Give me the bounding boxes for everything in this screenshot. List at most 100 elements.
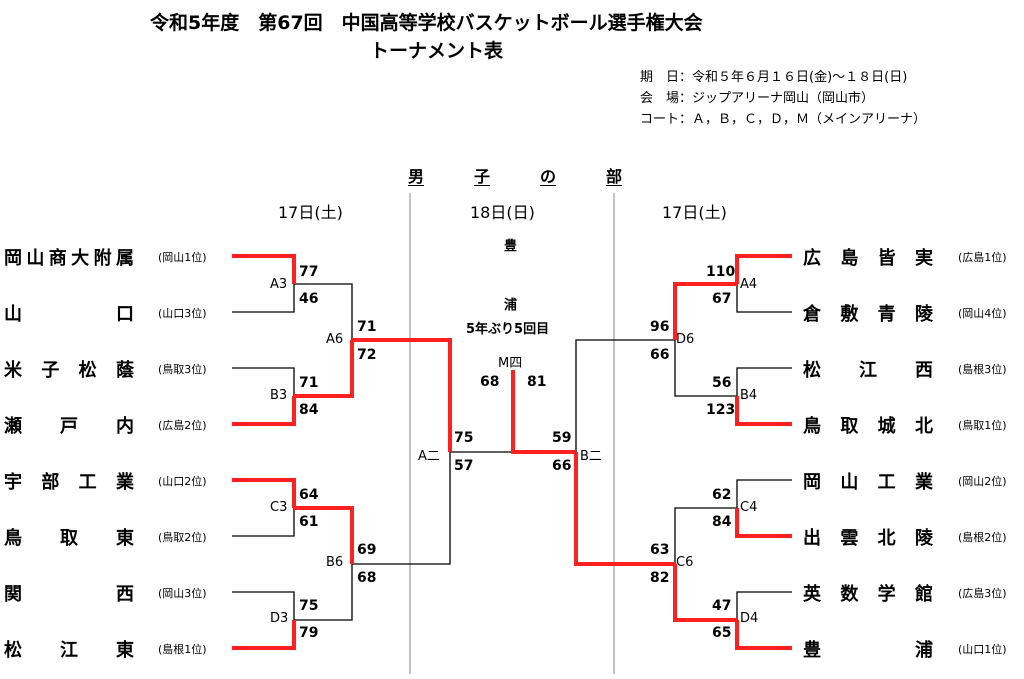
score: 57	[454, 458, 474, 474]
bracket-line	[575, 339, 675, 452]
info-venue: 会 場：ジップアリーナ岡山（岡山市）	[640, 91, 875, 106]
game-id: B二	[580, 449, 602, 464]
team-name-char: 江	[60, 640, 78, 661]
team-name-char: 雲	[840, 528, 859, 549]
team-name-char: 業	[115, 472, 134, 493]
team-name-char: 山	[840, 472, 859, 493]
team-name-char: 鳥	[803, 416, 821, 437]
team-name-char: 皆	[877, 248, 896, 269]
game-id: C6	[676, 555, 694, 570]
left-team-name: 山口	[4, 300, 134, 326]
team-name-char: 鳥	[4, 528, 22, 549]
team-name-char: 東	[116, 640, 134, 661]
score: 81	[527, 374, 547, 390]
left-team-seed: (山口3位)	[158, 307, 207, 320]
score: 82	[650, 570, 670, 586]
champion-name-line1: 豊	[504, 239, 518, 254]
team-name-char: 瀬	[4, 416, 22, 437]
team-name-char: 陵	[914, 528, 933, 549]
score: 79	[299, 625, 319, 641]
score: 77	[299, 264, 319, 280]
score: 47	[712, 598, 732, 614]
score: 67	[712, 291, 732, 307]
right-team-name: 出雲北陵	[803, 524, 933, 550]
team-name-char: 大	[71, 248, 90, 269]
score: 75	[299, 598, 319, 614]
team-name-char: 工	[78, 472, 97, 493]
right-team-name: 英数学館	[803, 580, 933, 606]
right-team-name: 広島皆実	[803, 244, 933, 270]
team-name-char: 松	[4, 640, 22, 661]
right-team-seed: (岡山4位)	[958, 307, 1007, 320]
score: 61	[299, 514, 319, 530]
team-name-char: 敷	[840, 304, 859, 325]
winner-line	[574, 452, 675, 566]
right-team-seed: (鳥取1位)	[958, 419, 1007, 432]
winner-line	[673, 282, 737, 340]
team-name-char: 陵	[914, 304, 933, 325]
game-id: B3	[270, 388, 288, 403]
winner-line	[232, 478, 296, 508]
score: 65	[712, 625, 732, 641]
team-name-char: 数	[840, 584, 859, 605]
team-name-char: 岡	[4, 248, 22, 269]
score: 63	[650, 542, 670, 558]
left-team-seed: (広島2位)	[158, 419, 207, 432]
bracket-winner-lines	[232, 254, 792, 650]
winner-line	[232, 396, 296, 426]
score: 75	[454, 430, 474, 446]
team-name-char: 岡	[803, 472, 821, 493]
game-id: D4	[740, 611, 759, 626]
left-team-seed: (鳥取3位)	[158, 363, 207, 376]
left-team-name: 宇部工業	[4, 468, 134, 494]
team-name-char: 島	[840, 248, 859, 269]
team-name-char: 江	[859, 360, 877, 381]
bracket-line	[674, 507, 737, 564]
team-name-char: 附	[93, 248, 112, 269]
team-name-char: 実	[914, 248, 933, 269]
page-subtitle: トーナメント表	[370, 40, 504, 62]
right-team-seed: (島根3位)	[958, 363, 1007, 376]
team-name-char: 館	[914, 584, 933, 605]
team-name-char: 工	[877, 472, 896, 493]
score: 59	[552, 430, 572, 446]
game-id: B6	[326, 555, 344, 570]
right-team-seed: (山口1位)	[958, 643, 1007, 656]
team-name-char: 子	[41, 360, 60, 381]
score: 66	[650, 347, 670, 363]
bracket-line	[736, 367, 792, 396]
left-team-seed: (岡山3位)	[158, 587, 207, 600]
score: 68	[357, 570, 377, 586]
winner-line	[294, 340, 354, 398]
day-label-left: 17日(土)	[278, 203, 343, 222]
team-name-char: 山	[26, 248, 45, 269]
score: 66	[552, 458, 572, 474]
team-name-char: 部	[41, 472, 60, 493]
score: 62	[712, 487, 732, 503]
right-team-name: 倉敷青陵	[803, 300, 933, 326]
section-char: の	[539, 167, 556, 186]
day-label-right: 17日(土)	[662, 203, 727, 222]
winner-line	[352, 338, 452, 452]
right-team-seed: (広島1位)	[958, 251, 1007, 264]
score: 69	[357, 542, 377, 558]
bracket-black-lines	[232, 283, 792, 621]
team-name-char: 東	[116, 528, 134, 549]
team-name-char: 出	[803, 528, 821, 549]
bracket-line	[294, 283, 353, 340]
game-id: C3	[270, 500, 288, 515]
left-team-name: 岡山商大附属	[4, 244, 134, 270]
champion-note: 5年ぶり5回目	[466, 322, 550, 337]
right-team-seed: (岡山2位)	[958, 475, 1007, 488]
left-team-seed: (岡山1位)	[158, 251, 207, 264]
score: 71	[357, 319, 377, 335]
bracket-line	[232, 508, 295, 537]
section-char: 男	[408, 167, 425, 186]
right-team-name: 豊浦	[803, 636, 933, 662]
bracket-line	[294, 564, 353, 621]
score: 96	[650, 319, 670, 335]
info-date: 期 日：令和５年６月１６日(金)～１８日(日)	[640, 70, 908, 85]
game-id: A3	[270, 277, 288, 292]
score: 110	[706, 264, 736, 280]
